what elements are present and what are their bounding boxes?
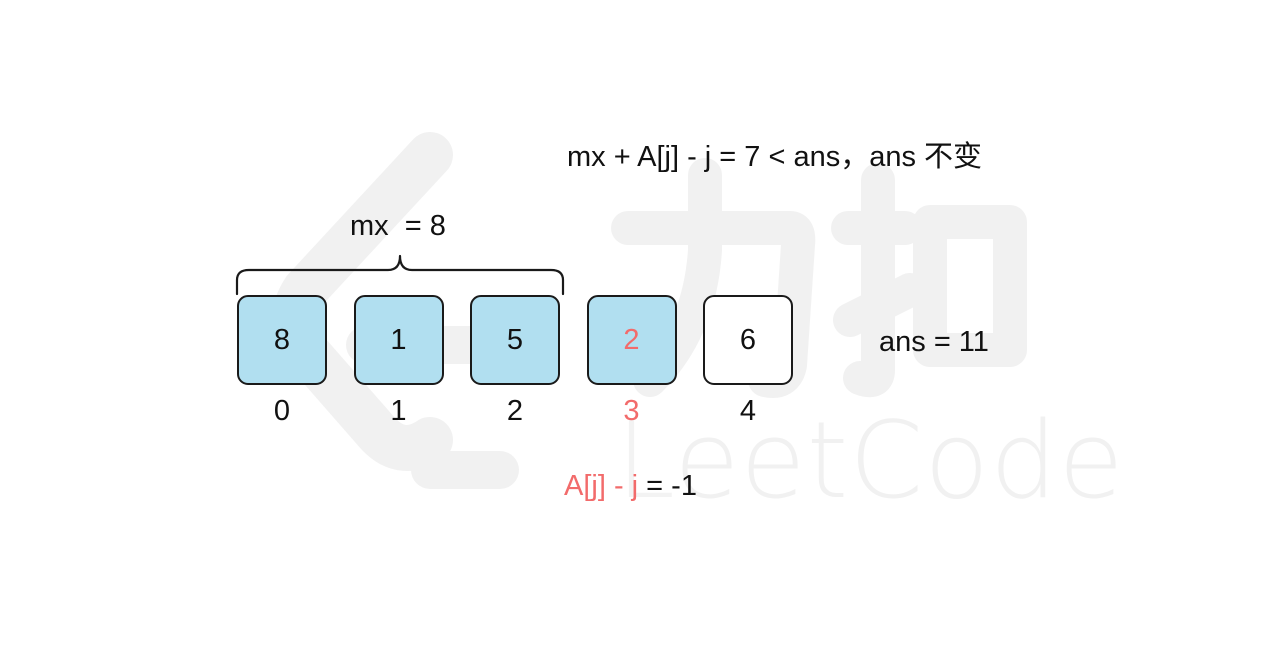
formula-bottom-rest: = -1	[638, 470, 697, 502]
formula-bottom-highlight: A[j] - j	[564, 470, 639, 502]
cell-value: 2	[623, 323, 640, 356]
array-index: 3	[623, 395, 640, 427]
ans-label: ans = 11	[879, 326, 989, 358]
cell-value: 5	[506, 323, 524, 356]
array-cell: 8	[237, 295, 327, 385]
array-cell: 2	[586, 295, 677, 385]
formula-top: mx + A[j] - j = 7 < ans，ans 不变	[567, 141, 983, 173]
array-cell: 1	[353, 295, 444, 385]
array-cell: 6	[703, 295, 793, 385]
curly-brace-icon	[235, 254, 565, 296]
array-index: 4	[739, 395, 757, 427]
watermark-text: LeetCode	[616, 399, 1125, 522]
array-index: 1	[390, 395, 407, 427]
cell-value: 8	[273, 323, 291, 356]
mx-label: mx = 8	[350, 210, 446, 242]
array-index: 0	[273, 395, 291, 427]
formula-bottom: A[j] - j = -1	[564, 468, 697, 504]
cell-value: 6	[739, 323, 757, 356]
array-index: 2	[506, 395, 524, 427]
array-cell: 5	[470, 295, 560, 385]
cell-value: 1	[390, 323, 407, 356]
